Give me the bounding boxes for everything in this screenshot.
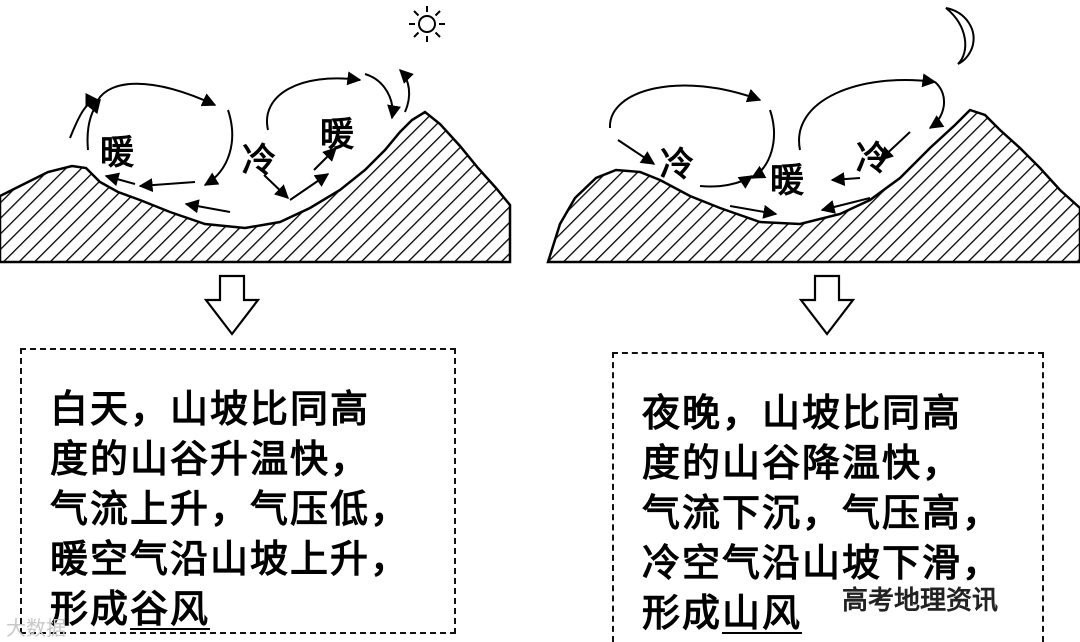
day-down-arrow bbox=[203, 274, 261, 336]
day-terrain bbox=[0, 110, 512, 264]
day-arrow-slope-up bbox=[289, 173, 330, 201]
night-arrow-right-up bbox=[798, 73, 937, 151]
night-arrow-left-slope bbox=[617, 139, 656, 165]
night-arrow-right-slope bbox=[878, 131, 911, 161]
day-conclusion-answer: 谷风 bbox=[130, 587, 211, 631]
day-conclusion-prefix: 形成 bbox=[50, 587, 131, 631]
night-arrow-left-top bbox=[608, 84, 762, 129]
sun-icon bbox=[409, 6, 445, 42]
day-text-line-1: 白天，山坡比同高 bbox=[50, 387, 371, 431]
night-text-line-2: 度的山谷降温快， bbox=[642, 441, 963, 485]
night-panel: 冷 暖 冷 bbox=[546, 7, 1080, 264]
day-arrow-foot-left bbox=[104, 172, 136, 187]
night-text-line-4: 冷空气沿山坡下滑， bbox=[642, 541, 1003, 585]
moon-icon bbox=[945, 7, 975, 65]
night-arrow-floor-right bbox=[729, 204, 778, 219]
night-arrow-valley-in bbox=[699, 175, 754, 189]
night-arrow-right-far bbox=[928, 81, 945, 129]
day-arrow-valley-lower bbox=[184, 199, 231, 214]
night-arrow-floor-left bbox=[820, 197, 871, 214]
day-label-warm-right: 暖 bbox=[320, 115, 355, 155]
day-arrow-right-rise bbox=[399, 69, 414, 113]
watermark-left: 大数据 bbox=[6, 616, 66, 640]
night-text-line-1: 夜晚，山坡比同高 bbox=[642, 391, 963, 435]
night-airflow-arrows bbox=[608, 73, 945, 219]
day-panel: 暖 冷 暖 bbox=[0, 6, 512, 264]
day-label-warm-left: 暖 bbox=[100, 133, 135, 173]
night-label-cold-right: 冷 bbox=[856, 139, 890, 179]
night-label-cold-left: 冷 bbox=[660, 145, 694, 185]
day-airflow-arrows bbox=[69, 69, 414, 214]
day-arrow-valley-left bbox=[138, 178, 196, 193]
day-arrow-left-top bbox=[97, 82, 217, 107]
day-text-line-3: 气流上升，气压低， bbox=[50, 487, 411, 531]
night-down-arrow bbox=[798, 274, 856, 336]
day-arrow-left-rise bbox=[86, 98, 101, 151]
watermark-right: 高考地理资讯 bbox=[838, 580, 1003, 617]
night-conclusion-answer: 山风 bbox=[722, 591, 803, 635]
day-arrow-right-lower bbox=[263, 174, 290, 199]
night-conclusion-prefix: 形成 bbox=[642, 591, 723, 635]
day-arrow-slope-mid bbox=[313, 147, 337, 171]
night-text-line-3: 气流下沉，气压高， bbox=[642, 491, 1003, 535]
day-explanation-box: 白天，山坡比同高 度的山谷升温快， 气流上升，气压低， 暖空气沿山坡上升， 形成… bbox=[20, 348, 456, 634]
day-arrow-left-upleft bbox=[69, 93, 100, 139]
night-label-warm-valley: 暖 bbox=[770, 161, 805, 201]
day-arrow-left-down bbox=[203, 109, 234, 186]
night-arrow-right-small bbox=[830, 172, 861, 187]
day-arrow-right-top bbox=[265, 71, 362, 131]
night-terrain bbox=[546, 108, 1080, 264]
night-arrow-left-down bbox=[750, 109, 775, 179]
day-arrow-right-far bbox=[364, 73, 401, 120]
day-text-line-2: 度的山谷升温快， bbox=[50, 437, 371, 481]
day-label-cold-valley: 冷 bbox=[242, 141, 276, 181]
day-conclusion: 形成谷风 bbox=[50, 584, 454, 634]
night-conclusion: 形成山风 bbox=[642, 588, 1042, 638]
day-text-line-4: 暖空气沿山坡上升， bbox=[50, 537, 411, 581]
